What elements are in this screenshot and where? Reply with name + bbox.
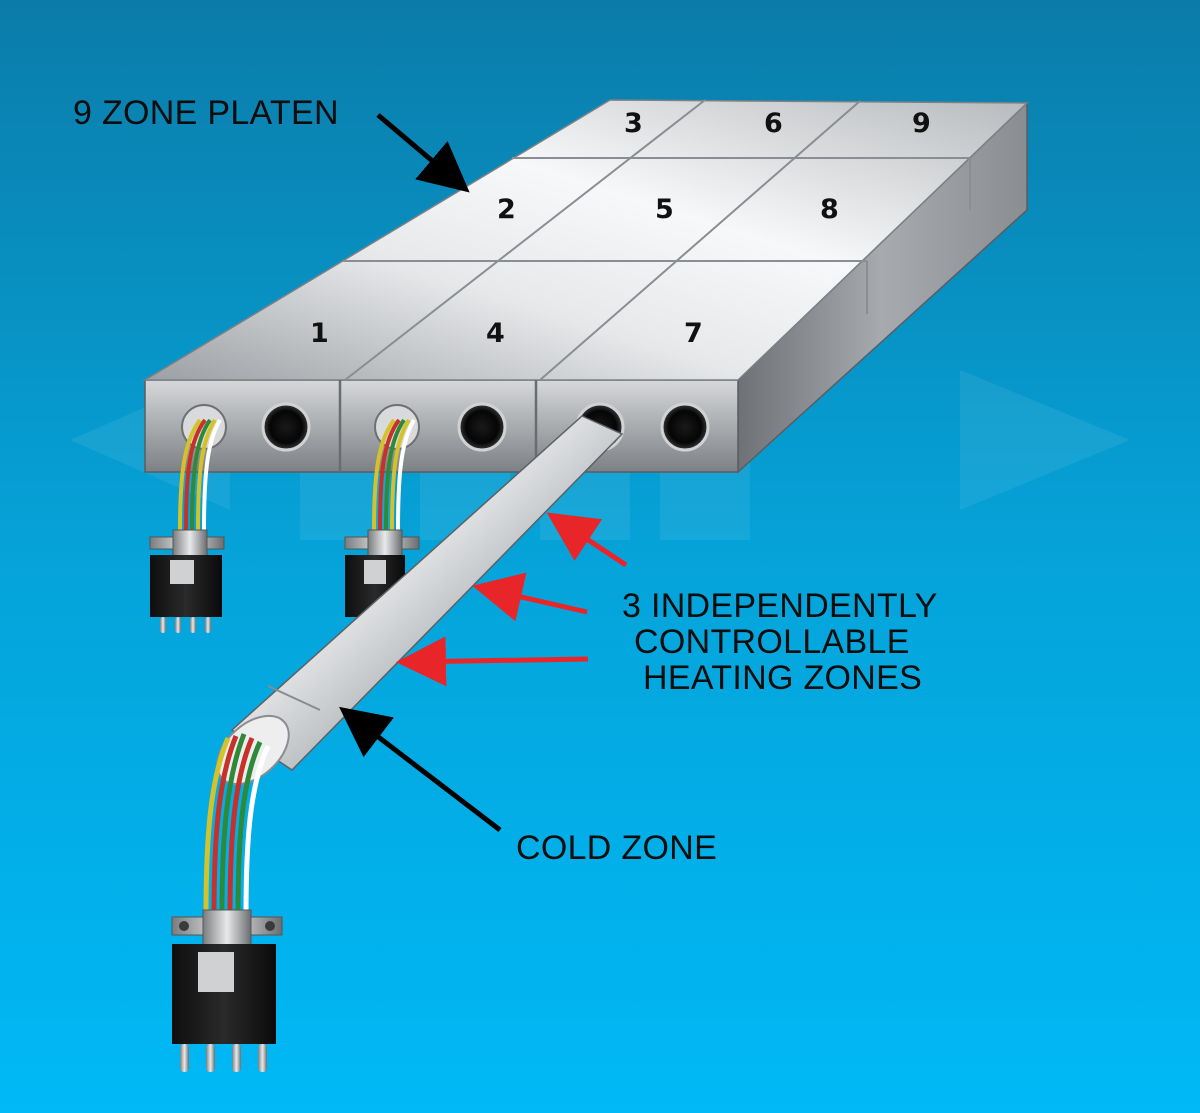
connector-zone-1	[149, 418, 225, 633]
arrow-heating-2	[472, 572, 588, 622]
cold-zone-seam	[267, 685, 321, 711]
connector-rod	[171, 733, 283, 1072]
heater-hole	[261, 402, 311, 452]
arrow-platen	[376, 113, 470, 193]
label-9-zone-platen: 9 ZONE PLATEN	[73, 94, 339, 132]
zone-label-1: 1	[310, 318, 329, 349]
zone-label-4: 4	[486, 318, 505, 349]
heater-hole	[457, 402, 507, 452]
label-heating-line-1: 3 INDEPENDENTLY	[622, 587, 938, 625]
heater-rod	[216, 415, 624, 786]
zone-label-6: 6	[764, 108, 783, 139]
zone-label-8: 8	[820, 194, 839, 225]
label-heating-line-3: HEATING ZONES	[643, 659, 922, 697]
arrow-heating-3	[396, 636, 589, 687]
zone-grid	[343, 99, 971, 381]
arrow-heating-1	[546, 512, 628, 568]
rod-body	[230, 415, 624, 771]
zone-label-3: 3	[624, 108, 643, 139]
platen-front-face	[144, 379, 739, 473]
zone-label-5: 5	[655, 194, 674, 225]
label-heating-line-2: CONTROLLABLE	[634, 623, 910, 661]
zone-label-2: 2	[497, 194, 516, 225]
arrow-cold-zone	[339, 706, 502, 832]
zone-label-7: 7	[684, 318, 703, 349]
label-cold-zone: COLD ZONE	[516, 829, 717, 867]
heater-hole	[660, 402, 710, 452]
zone-label-9: 9	[912, 108, 931, 139]
